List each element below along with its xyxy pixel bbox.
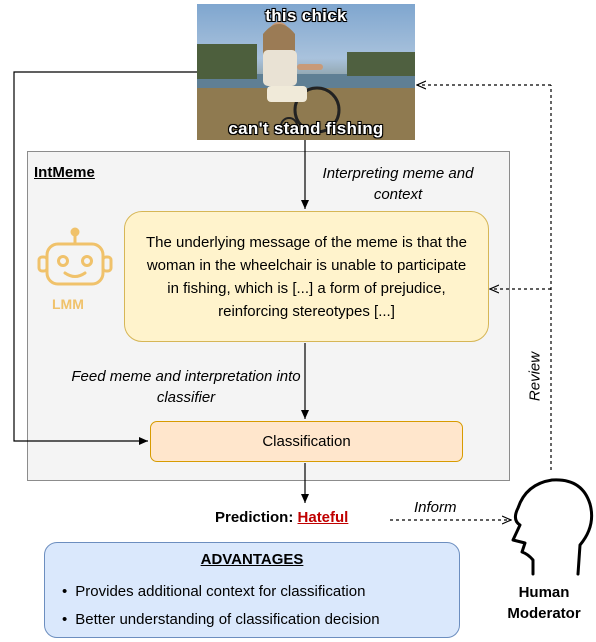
interpretation-box: The underlying message of the meme is th… (124, 211, 489, 342)
feed-label: Feed meme and interpretation into classi… (71, 368, 301, 406)
lmm-label: LMM (52, 296, 84, 312)
prediction-value: Hateful (297, 509, 349, 526)
prediction-label: Prediction: (215, 509, 294, 526)
moderator-line-1: Human (518, 584, 570, 601)
meme-bottom-caption: can't stand fishing (228, 119, 384, 138)
advantage-item: Provides additional context for classifi… (62, 583, 365, 600)
interpreting-label: Interpreting meme and context (322, 165, 474, 203)
classification-label: Classification (262, 433, 351, 450)
arrow-meme-to-classification (13, 71, 197, 445)
meme-top-caption: this chick (265, 6, 347, 25)
review-label: Review (526, 351, 544, 402)
human-moderator-label: Human Moderator (496, 582, 592, 624)
moderator-line-2: Moderator (507, 605, 581, 622)
inform-label: Inform (414, 499, 457, 516)
prediction: Prediction: Hateful (215, 509, 348, 526)
meme-image: this chick can't stand fishing (197, 4, 415, 140)
human-head-icon (511, 478, 594, 576)
advantages-title: ADVANTAGES (200, 551, 304, 568)
advantage-item: Better understanding of classification d… (62, 611, 379, 628)
classification-box: Classification (150, 421, 463, 462)
robot-icon (37, 227, 113, 286)
interpretation-text: The underlying message of the meme is th… (145, 233, 467, 320)
meme-photo-illustration (197, 22, 415, 140)
panel-title: IntMeme (34, 164, 95, 181)
